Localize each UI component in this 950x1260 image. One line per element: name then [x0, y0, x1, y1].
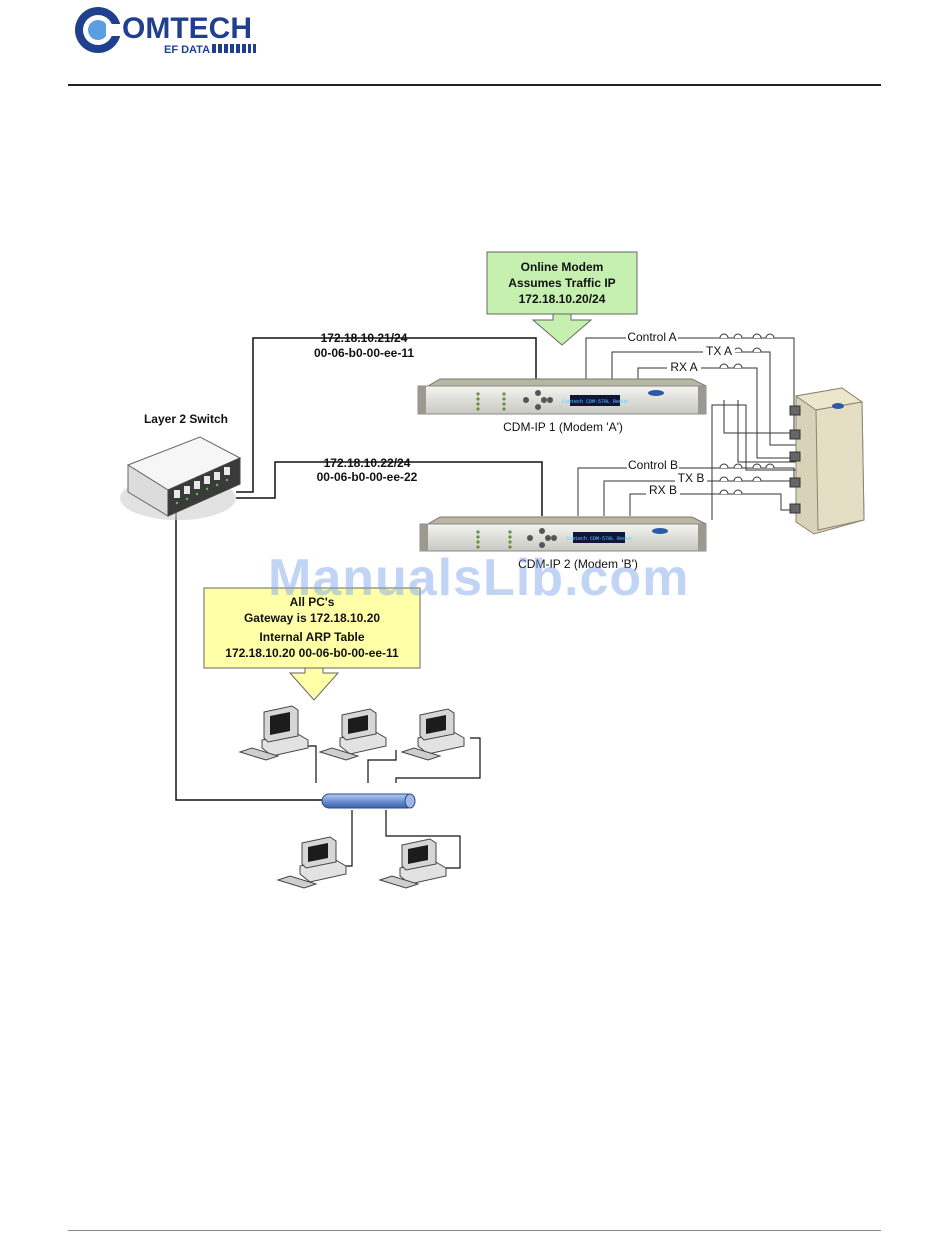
label-tx-a: TX A — [706, 344, 732, 358]
label-tx-b: TX B — [678, 471, 705, 485]
modem-b-display: Comtech CDM-570L Redun — [566, 536, 632, 542]
modem-b-ip: 172.18.10.22/24 — [324, 456, 411, 470]
modem-b: Comtech CDM-570L Redun — [419, 516, 707, 552]
gateway-line-1: All PC's — [290, 595, 335, 609]
pc-gateway-callout: All PC's Gateway is 172.18.10.20 Interna… — [203, 587, 421, 701]
header-divider — [68, 84, 881, 86]
link-to-lan-hub — [175, 512, 322, 801]
layer2-switch-label: Layer 2 Switch — [144, 412, 228, 426]
online-modem-callout: Online Modem Assumes Traffic IP 172.18.1… — [486, 251, 638, 346]
pc-workstation-3 — [400, 708, 465, 761]
modem-a: Comtech CDM-570L Redun — [417, 378, 707, 415]
modem-a-label: CDM-IP 1 (Modem 'A') — [503, 420, 623, 434]
lan-hub-pipe — [321, 793, 416, 809]
gateway-line-2: Gateway is 172.18.10.20 — [244, 611, 380, 625]
label-rx-a: RX A — [670, 360, 697, 374]
modem-b-label: CDM-IP 2 (Modem 'B') — [518, 557, 638, 571]
logo-bars — [212, 44, 256, 53]
gateway-line-3: Internal ARP Table — [259, 630, 364, 644]
modem-a-mac: 00-06-b0-00-ee-11 — [314, 346, 414, 360]
pc-workstation-2 — [318, 708, 387, 761]
modem-b-mac: 00-06-b0-00-ee-22 — [317, 470, 418, 484]
pc-workstation-4 — [276, 836, 347, 889]
comtech-logo: OMTECH EF DATA — [75, 7, 256, 56]
pc-workstation-1 — [238, 705, 309, 761]
label-rx-b: RX B — [649, 483, 677, 497]
signal-cables — [577, 337, 800, 520]
redundancy-switch-unit — [789, 387, 865, 535]
manualslib-watermark: ManualsLib.com — [268, 549, 690, 607]
layer2-switch — [120, 436, 242, 520]
ethernet-links — [175, 337, 543, 801]
footer-divider — [68, 1230, 881, 1231]
callout-line-3: 172.18.10.20/24 — [519, 292, 606, 306]
label-control-b: Control B — [628, 458, 678, 472]
logo-wordmark: OMTECH — [122, 12, 252, 45]
callout-line-1: Online Modem — [521, 260, 604, 274]
pc-workstation-5 — [378, 838, 447, 889]
signal-labels: Control A TX A RX A Control B TX B RX B — [626, 330, 735, 497]
gateway-line-4: 172.18.10.20 00-06-b0-00-ee-11 — [225, 646, 399, 660]
link-to-modem-b — [236, 461, 543, 516]
label-control-a: Control A — [627, 330, 676, 344]
callout-line-2: Assumes Traffic IP — [508, 276, 615, 290]
link-to-modem-a — [236, 337, 537, 493]
modem-a-display: Comtech CDM-570L Redun — [562, 399, 628, 405]
logo-subtitle: EF DATA — [164, 44, 210, 56]
modem-a-ip: 172.18.10.21/24 — [321, 331, 408, 345]
